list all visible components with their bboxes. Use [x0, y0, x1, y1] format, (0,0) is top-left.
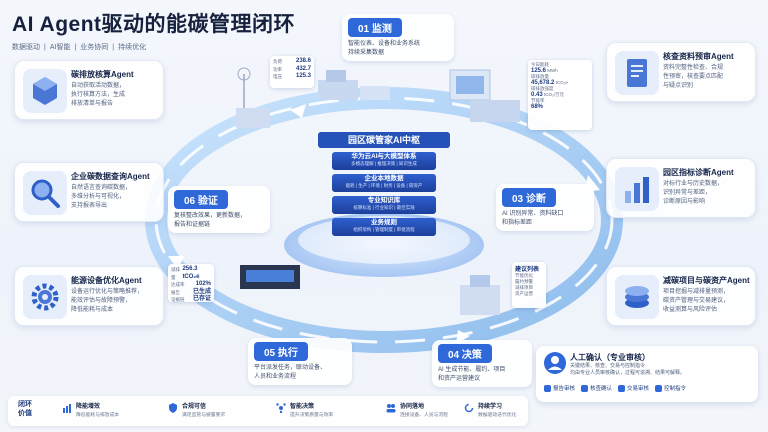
agent-title: 碳排放核算Agent [71, 70, 134, 79]
agent-title: 减碳项目与碳资产Agent [663, 276, 750, 285]
step-badge: 06 验证 [174, 190, 228, 209]
magnifier-icon [23, 171, 67, 215]
step-desc: 智能仪表、设备和业务系统 持续采集数据 [348, 41, 421, 56]
agent-card-carbon-asset[interactable]: 减碳项目与碳资产Agent 项目挖掘与减排量预测， 碳资产管理与交易建议， 收益… [606, 266, 756, 326]
page-subtitle: 数据驱动|AI智能|业务协同|持续优化 [12, 44, 147, 51]
step-desc: AI 生成节能、履约、项目 和资产运营建议 [438, 367, 506, 382]
coin-icon [615, 275, 659, 319]
value-item-collaboration: 协同落地 连接设备、人员与流程 [386, 401, 448, 418]
gear-icon [23, 275, 67, 319]
agent-desc: 资料完整性检查、合规 性预审，核查要点匹配 与疑点识别 [663, 65, 724, 89]
step-01-monitor[interactable]: 01 监测 智能仪表、设备和业务系统 持续采集数据 [342, 14, 454, 61]
agent-title: 核查资料预审Agent [663, 52, 734, 61]
step-05-execute[interactable]: 05 执行 平台派发任务，联动设备、 人员和业务流程 [248, 338, 352, 385]
hub-layer-knowledge: 专业知识库 核算标准 | 行业知识 | 最佳实践 [332, 196, 436, 214]
value-item-decision: 智能决策 提升决策质量与效率 [276, 401, 333, 418]
page-title: AI Agent驱动的能碳管理闭环 [12, 13, 296, 36]
value-item-efficiency: 降能增效 降低能耗与排放成本 [63, 401, 119, 418]
step-03-diagnose[interactable]: 03 诊断 AI 识别异常、资料缺口 和指标差距 [496, 184, 594, 231]
cube-icon [23, 69, 67, 113]
agent-title: 能源设备优化Agent [71, 276, 142, 285]
step-desc: AI 识别异常、资料缺口 和指标差距 [502, 211, 564, 226]
network-icon [276, 403, 286, 413]
panel-recommendations: 建议列表 节能优化 履约预警 减排项目 资产运营 [512, 262, 546, 308]
human-confirm-actions: 报告审核 核查确认 交易审核 控制指令 [544, 384, 686, 392]
bar-chart-icon [63, 404, 71, 413]
panel-energy-stats: 今日能耗 125.6 MWh 碳排放量 45,678.2 tCO₂e 碳排放强度… [528, 60, 592, 130]
step-06-verify[interactable]: 06 验证 复核整改效果，更新数据， 报告和证据链 [168, 186, 270, 233]
agent-card-verification-review[interactable]: 核查资料预审Agent 资料完整性检查、合规 性预审，核查要点匹配 与疑点识别 [606, 42, 756, 102]
building-scene-bottom [240, 265, 500, 315]
report-review-button[interactable]: 报告审核 [544, 384, 575, 392]
trade-review-button[interactable]: 交易审核 [618, 384, 649, 392]
step-04-decide[interactable]: 04 决策 AI 生成节能、履约、项目 和资产运营建议 [432, 340, 532, 387]
hub-title: 园区碳管家AI中枢 [318, 132, 450, 148]
step-badge: 01 监测 [348, 18, 402, 37]
verify-confirm-button[interactable]: 核查确认 [581, 384, 612, 392]
agent-desc: 自动获取活动数据， 执行核算方法，生成 排放清单与报告 [71, 83, 126, 107]
ring-arrow [168, 256, 184, 270]
hub-layer-local-data: 企业本地数据 能耗 | 生产 | 环境 | 财务 | 设备 | 碳资产 [332, 174, 436, 192]
agent-card-data-query[interactable]: 企业碳数据查询Agent 自然语言查询碳数据， 多维分析与可视化， 支持报表导出 [14, 162, 164, 222]
user-icon [544, 352, 566, 374]
people-icon [386, 404, 396, 413]
chart-icon [615, 167, 659, 211]
value-item-compliance: 合规可信 满足监管与披露要求 [169, 401, 225, 418]
step-desc: 平台派发任务，联动设备、 人员和业务流程 [254, 365, 327, 380]
agent-title: 园区指标诊断Agent [663, 168, 734, 177]
hub-layer-ai: 华为云AI与大模型体系 多模态理解 | 推理决策 | 知识生成 [332, 152, 436, 170]
agent-card-carbon-accounting[interactable]: 碳排放核算Agent 自动获取活动数据， 执行核算方法，生成 排放清单与报告 [14, 60, 164, 120]
building-scene-right [449, 69, 520, 122]
step-desc: 复核整改效果，更新数据， 报告和证据链 [174, 213, 247, 228]
shield-icon [169, 403, 177, 413]
step-badge: 03 诊断 [502, 188, 556, 207]
refresh-icon [464, 403, 474, 413]
ring-arrow [290, 104, 306, 118]
control-icon [655, 384, 663, 392]
value-item-learning: 持续学习 数据驱动迭代优化 [464, 401, 516, 418]
loop-value-strip: 闭环 价值 降能增效 降低能耗与排放成本 合规可信 满足监管与披露要求 智能决策… [8, 396, 528, 426]
check-icon [581, 384, 589, 392]
exchange-icon [618, 384, 626, 392]
building-scene-top [236, 67, 390, 128]
agent-card-park-diagnosis[interactable]: 园区指标诊断Agent 对标行业与历史数据， 识别异常与差距， 诊断原因与影响 [606, 158, 756, 218]
step-badge: 05 执行 [254, 342, 308, 361]
agent-desc: 项目挖掘与减排量预测， 碳资产管理与交易建议， 收益测算与风险评估 [663, 289, 730, 313]
control-command-button[interactable]: 控制指令 [655, 384, 686, 392]
hub-layer-rules: 业务规则 组织架构 | 管理制度 | 审批流程 [332, 218, 436, 236]
agent-desc: 对标行业与历史数据， 识别异常与差距， 诊断原因与影响 [663, 181, 724, 205]
agent-desc: 设备运行优化与策略推荐， 能效评估与故障预警， 降低能耗与成本 [71, 289, 144, 313]
agent-desc: 自然语言查询碳数据， 多维分析与可视化， 支持报表导出 [71, 185, 132, 209]
step-badge: 04 决策 [438, 344, 492, 363]
agent-title: 企业碳数据查询Agent [71, 172, 150, 181]
agent-card-device-optimization[interactable]: 能源设备优化Agent 设备运行优化与策略推荐， 能效评估与故障预警， 降低能耗… [14, 266, 164, 326]
human-confirm-card: 人工确认（专业审核） 关键结果、核查、交易与控制指令 均由专业人员审核确认，过程… [536, 346, 758, 402]
document-icon [615, 51, 659, 95]
report-icon [544, 384, 551, 392]
